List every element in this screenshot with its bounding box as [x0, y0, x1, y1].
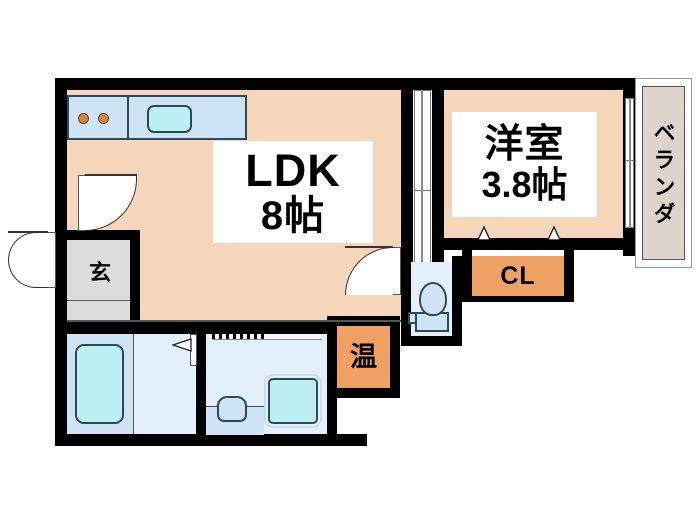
ldk-bottom-trim — [67, 320, 401, 322]
wall-onsen-right — [390, 316, 400, 398]
entrance-door-swing — [8, 232, 48, 288]
wall-closet-left — [462, 250, 472, 302]
stove-burner-right — [98, 113, 109, 124]
washing-machine-pan — [264, 374, 322, 428]
genkan-floor — [67, 240, 130, 322]
toilet-door-head — [345, 246, 393, 248]
toilet-flush-lever — [408, 312, 417, 324]
kitchen-sink-basin — [147, 105, 192, 133]
bathroom-door-marker — [172, 338, 192, 352]
veranda-floor — [642, 86, 685, 260]
veranda-label-text: ベランダ — [650, 121, 676, 229]
bedroom-label-line1: 洋室 — [484, 123, 565, 167]
bath-partition-line — [133, 334, 134, 434]
toilet-bowl — [419, 282, 447, 316]
wall-partition-bedroom-right — [432, 78, 444, 270]
onsen-label-text: 温 — [350, 341, 377, 372]
wall-toilet-left — [401, 256, 411, 346]
veranda-label: ベランダ — [645, 110, 681, 240]
bedroom-label: 洋室 3.8帖 — [452, 112, 597, 217]
closet-door-markers — [477, 226, 561, 240]
wall-toilet-bottom — [401, 336, 462, 346]
ldk-label-line1: LDK — [245, 145, 341, 197]
wall-closet-bottom — [462, 292, 574, 302]
washbasin-bowl — [217, 396, 247, 422]
bathtub-basin — [75, 344, 124, 424]
wall-left-lower — [55, 322, 67, 446]
toilet-door-leaf — [392, 247, 401, 295]
closet-block: CL — [472, 256, 564, 296]
stove-burner-left — [78, 113, 89, 124]
balcony-window-rail — [629, 98, 631, 228]
onsen-block: 温 — [337, 326, 390, 388]
bedroom-sliding-door-rail — [421, 90, 423, 294]
genkan-step-line — [67, 300, 130, 301]
wall-bedroom-bottom — [432, 238, 635, 250]
wall-toilet-right — [452, 256, 462, 346]
wall-wet-right — [327, 322, 337, 446]
ldk-label-line2: 8帖 — [260, 193, 326, 238]
washroom-counter-line — [212, 334, 322, 340]
genkan-label-text: 玄 — [88, 260, 111, 286]
wall-genkan-top — [55, 230, 140, 240]
genkan-label: 玄 — [80, 258, 120, 288]
wall-bottom-main — [55, 434, 367, 446]
wall-left-upper — [55, 78, 67, 326]
wall-onsen-bottom — [327, 388, 400, 398]
wall-top-left — [55, 78, 635, 90]
entrance-door-sill — [8, 231, 48, 233]
bedroom-label-line2: 3.8帖 — [481, 164, 568, 206]
entrance-door-leaf — [47, 232, 56, 288]
wall-closet-right — [564, 250, 574, 302]
washroom-vent-dots — [212, 334, 264, 339]
wall-genkan-right — [130, 230, 140, 326]
genkan-inner-door-head — [85, 174, 137, 176]
ldk-label: LDK 8帖 — [213, 141, 373, 243]
wall-bath-divider — [196, 322, 206, 446]
closet-label-text: CL — [500, 261, 536, 290]
